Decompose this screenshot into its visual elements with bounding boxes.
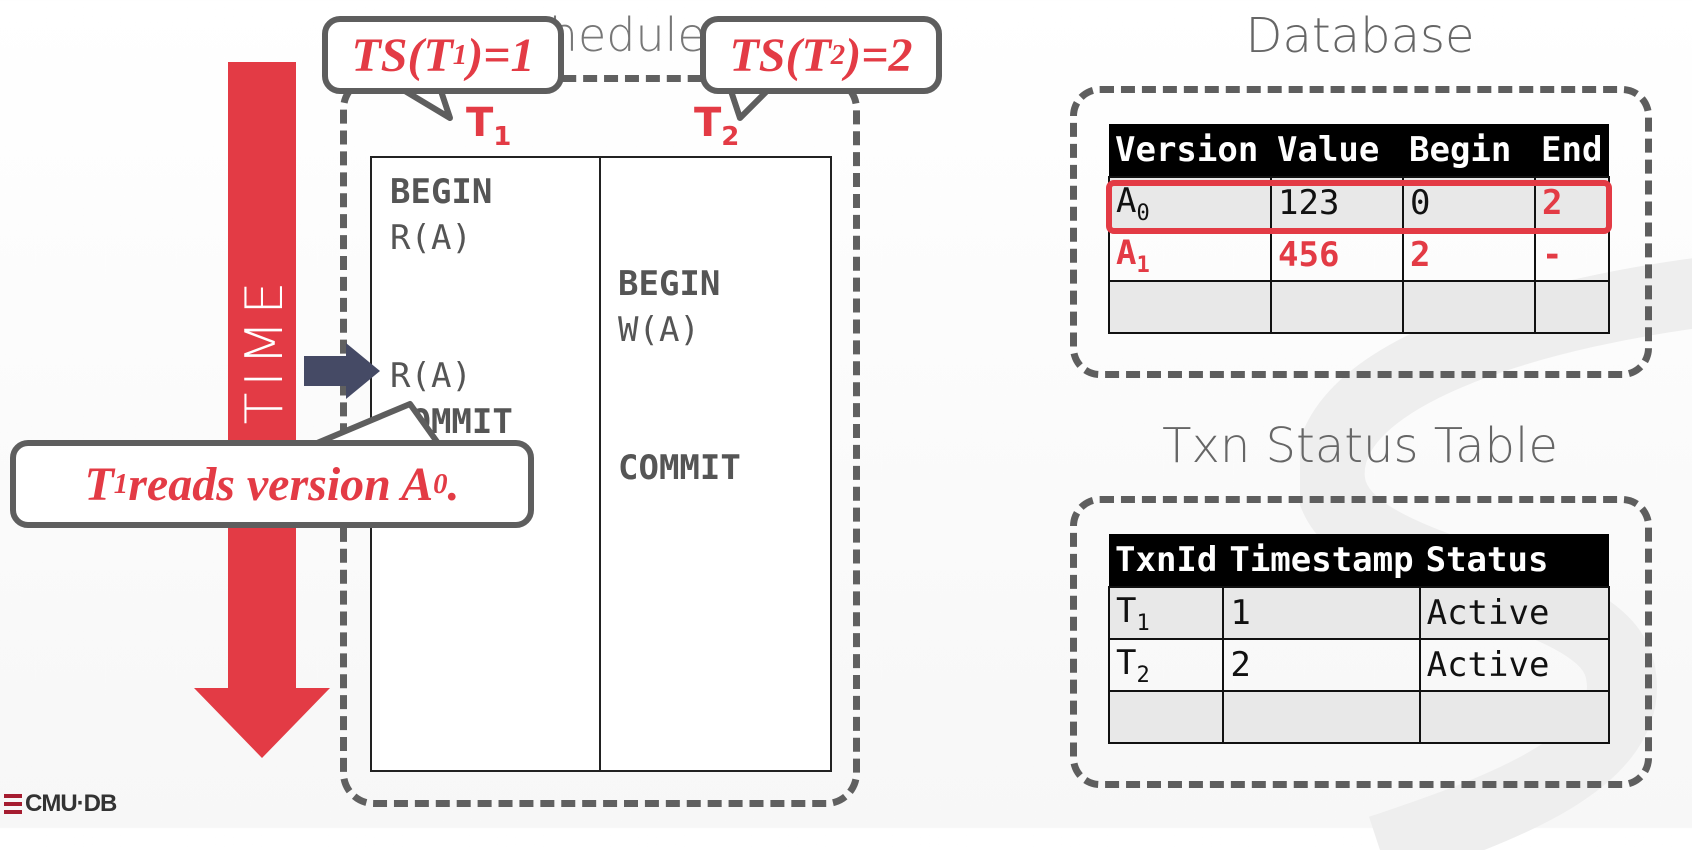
status-cell: Active <box>1418 638 1611 692</box>
table-row <box>1108 280 1610 334</box>
column-header: Status <box>1419 534 1609 587</box>
end-cell <box>1534 280 1610 334</box>
txn-status-title: Txn Status Table <box>1162 418 1558 474</box>
t1-header: T1 <box>466 100 512 152</box>
end-cell: - <box>1534 228 1610 282</box>
column-header: Value <box>1271 124 1403 177</box>
column-header: Begin <box>1403 124 1535 177</box>
t2-header: T2 <box>694 100 740 152</box>
column-header: Version <box>1109 124 1271 177</box>
column-header: TxnId <box>1109 534 1224 587</box>
txn-id-cell <box>1107 690 1225 744</box>
time-arrow <box>228 62 296 690</box>
table-row: A1 456 2 - <box>1108 228 1610 282</box>
status-cell <box>1418 690 1611 744</box>
t1-read-a: R(A) <box>390 218 472 258</box>
row-highlight <box>1106 180 1612 234</box>
database-icon <box>4 794 22 814</box>
timestamp-cell <box>1222 690 1421 744</box>
table-row: T2 2 Active <box>1107 638 1611 692</box>
version-cell: A1 <box>1108 228 1272 282</box>
t2-write-a: W(A) <box>618 310 700 350</box>
value-cell <box>1270 280 1404 334</box>
timestamp-cell: 1 <box>1222 586 1421 640</box>
txn-status-group <box>1070 496 1652 788</box>
table-header-row: TxnId Timestamp Status <box>1109 534 1609 587</box>
table-row <box>1107 690 1611 744</box>
cmu-db-logo: CMU·DB <box>4 790 117 818</box>
table-header-row: Version Value Begin End <box>1109 124 1609 177</box>
table-row: T1 1 Active <box>1107 586 1611 640</box>
t1-begin: BEGIN <box>390 172 493 212</box>
begin-cell <box>1402 280 1536 334</box>
column-header: End <box>1535 124 1609 177</box>
txn-id-cell: T1 <box>1107 586 1225 640</box>
txn-status-table: TxnId Timestamp Status T1 1 Active T2 2 … <box>1107 534 1611 744</box>
time-arrow-head <box>194 688 330 758</box>
t2-begin: BEGIN <box>618 264 721 304</box>
status-cell: Active <box>1418 586 1611 640</box>
version-cell <box>1108 280 1272 334</box>
txn-id-cell: T2 <box>1107 638 1225 692</box>
current-step-arrow-head <box>346 343 380 399</box>
schedule-divider <box>599 156 601 772</box>
database-title: Database <box>1245 8 1475 64</box>
begin-cell: 2 <box>1402 228 1536 282</box>
value-cell: 456 <box>1270 228 1404 282</box>
current-step-arrow <box>304 356 348 386</box>
t1-read-a-second: R(A) <box>390 356 472 396</box>
column-header: Timestamp <box>1223 534 1420 587</box>
timestamp-cell: 2 <box>1222 638 1421 692</box>
t2-commit: COMMIT <box>618 448 741 488</box>
database-group <box>1070 86 1652 378</box>
